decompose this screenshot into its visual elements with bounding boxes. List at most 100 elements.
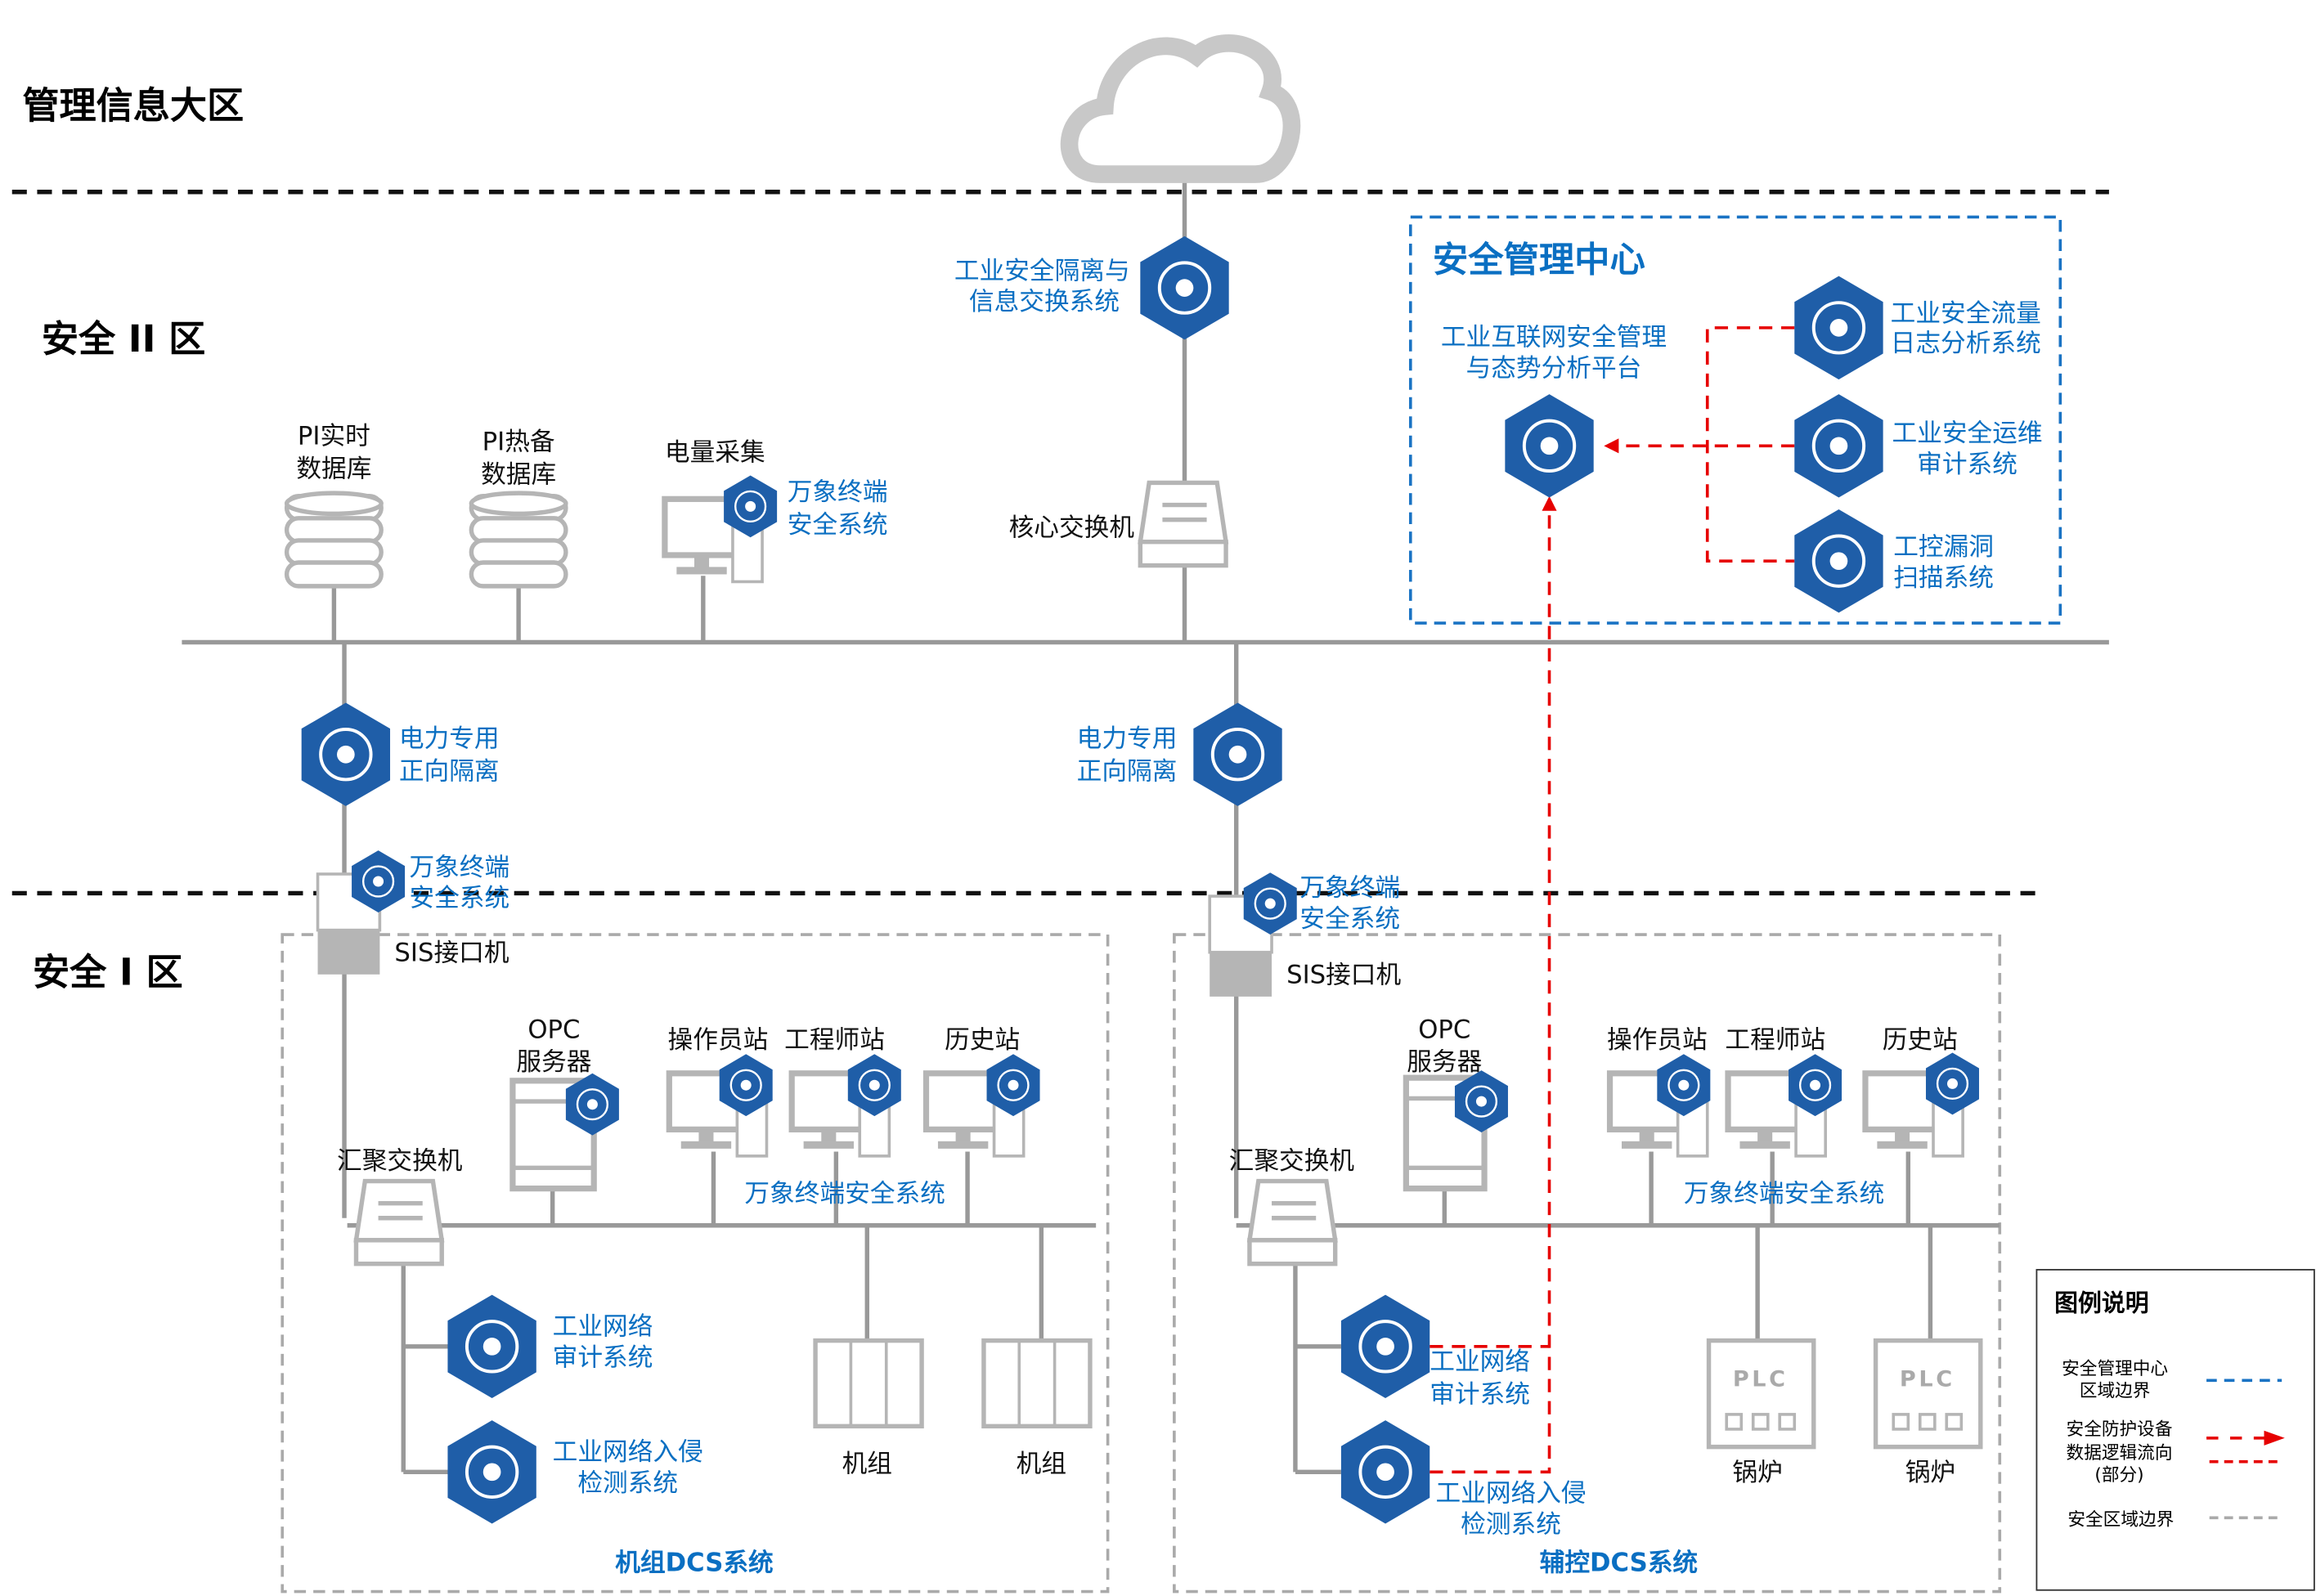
boiler-label: 锅炉 [1905, 1459, 1955, 1487]
audit-label: 审计系统 [1430, 1380, 1530, 1409]
endpoint-shield-device [352, 850, 406, 912]
flow-log-label: 日志分析系统 [1891, 330, 2041, 358]
vuln-scan-label: 扫描系统 [1893, 564, 1994, 593]
platform-label: 工业互联网安全管理 [1441, 324, 1667, 352]
opc-label: 服务器 [516, 1048, 591, 1077]
aux-dcs-title: 辅控DCS系统 [1540, 1549, 1698, 1577]
endpoint-row-label: 万象终端安全系统 [744, 1180, 945, 1208]
legend-data-flow: 安全防护设备 [2067, 1419, 2173, 1440]
ids-label: 工业网络入侵 [1436, 1479, 1587, 1508]
endpoint-shield-device [1243, 872, 1297, 935]
ops-audit-device [1794, 394, 1883, 498]
vuln-scan-icon [1811, 534, 1866, 588]
power-collect-label: 电量采集 [665, 438, 765, 467]
flow-log-label: 工业安全流量 [1891, 300, 2041, 329]
pi-realtime-label: PI实时 [298, 423, 370, 451]
vuln-scan-label: 工控漏洞 [1893, 533, 1994, 562]
switch-icon [1246, 1178, 1338, 1266]
endpoint-shield-device [1789, 1054, 1842, 1117]
zone-safety1-label: 安全 I 区 [33, 950, 183, 993]
unit-cabinet-icon [813, 1338, 924, 1429]
database-icon [469, 491, 568, 589]
network-ids-device [447, 1420, 536, 1524]
isolation-exchange-icon [1157, 261, 1212, 315]
aux-dcs-boundary [1173, 933, 2002, 1594]
endpoint-shield-icon [1667, 1069, 1700, 1101]
data-flow-lines [1430, 326, 1795, 1474]
endpoint-shield-icon [1936, 1067, 1969, 1101]
network-ids-icon [1358, 1445, 1412, 1500]
isolation-exchange-label: 工业安全隔离与 [954, 257, 1130, 285]
agg-switch-label: 汇聚交换机 [337, 1147, 463, 1176]
legend-title: 图例说明 [2054, 1289, 2149, 1316]
endpoint-label: 万象终端 [1299, 874, 1400, 903]
unit-dcs-boundary [281, 933, 1110, 1594]
unit-label: 机组 [842, 1450, 892, 1478]
legend-arrow-icon [2264, 1430, 2285, 1446]
cloud-icon [1060, 34, 1301, 183]
endpoint-label: 安全系统 [788, 511, 888, 540]
isolation-exchange-device [1140, 235, 1229, 340]
flow-arrow-up [1542, 495, 1557, 511]
agg-switch-label: 汇聚交换机 [1229, 1147, 1355, 1176]
network-ids-device [1340, 1420, 1430, 1524]
pi-backup-label: 数据库 [481, 460, 556, 489]
legend-smc-boundary: 安全管理中心 [2062, 1359, 2168, 1379]
forward-isolation-label: 电力专用 [1077, 725, 1178, 754]
legend-zone-boundary: 安全区域边界 [2067, 1509, 2174, 1530]
endpoint-shield-device [1454, 1070, 1508, 1132]
endpoint-shield-icon [997, 1069, 1030, 1101]
switch-icon [1138, 480, 1229, 568]
flow-arrow-left [1604, 438, 1619, 454]
operator-label: 操作员站 [1607, 1026, 1708, 1055]
flow-log-device [1794, 276, 1883, 380]
plc-label: PLC [1733, 1367, 1789, 1392]
endpoint-shield-device [1657, 1054, 1711, 1117]
network-audit-device [447, 1294, 536, 1399]
audit-label: 工业网络 [553, 1312, 653, 1341]
plc-label: PLC [1900, 1367, 1955, 1392]
legend-smc-boundary: 区域边界 [2080, 1381, 2151, 1401]
ops-audit-icon [1811, 419, 1866, 473]
ids-label: 检测系统 [1461, 1510, 1561, 1539]
endpoint-shield-icon [576, 1088, 609, 1121]
audit-label: 审计系统 [553, 1343, 653, 1372]
plc-icon [1706, 1338, 1816, 1450]
pi-realtime-label: 数据库 [296, 455, 371, 483]
forward-isolation-left-icon [319, 728, 373, 782]
endpoint-shield-device [719, 1054, 773, 1117]
sis-label: SIS接口机 [1286, 962, 1401, 990]
smc-boundary [1408, 215, 2062, 625]
smc-title: 安全管理中心 [1433, 240, 1645, 280]
engineer-label: 工程师站 [784, 1026, 885, 1055]
endpoint-label: 安全系统 [409, 885, 509, 913]
network-audit-icon [465, 1320, 519, 1374]
opc-label: OPC [1418, 1015, 1470, 1044]
endpoint-shield-icon [361, 865, 395, 898]
boiler-label: 锅炉 [1732, 1459, 1782, 1487]
endpoint-label: 万象终端 [409, 854, 509, 882]
history-label: 历史站 [1883, 1026, 1958, 1055]
endpoint-shield-device [724, 475, 778, 538]
endpoint-shield-device [847, 1054, 901, 1117]
forward-isolation-right-icon [1210, 728, 1265, 782]
unit-label: 机组 [1017, 1450, 1066, 1478]
forward-isolation-label: 电力专用 [399, 725, 500, 754]
opc-label: OPC [527, 1015, 580, 1044]
endpoint-shield-icon [1798, 1069, 1832, 1101]
history-label: 历史站 [945, 1026, 1020, 1055]
isolation-exchange-label: 信息交换系统 [969, 288, 1120, 316]
platform-label: 与态势分析平台 [1466, 354, 1642, 383]
switch-icon [353, 1178, 445, 1266]
endpoint-shield-icon [729, 1069, 762, 1101]
forward-isolation-label: 正向隔离 [399, 757, 500, 786]
legend-data-flow: 数据逻辑流向 [2067, 1443, 2173, 1464]
endpoint-label: 安全系统 [1299, 905, 1400, 934]
operator-label: 操作员站 [668, 1026, 769, 1055]
endpoint-shield-device [986, 1054, 1040, 1117]
endpoint-shield-icon [734, 490, 767, 522]
legend: 图例说明 安全管理中心 区域边界 安全防护设备 数据逻辑流向 (部分) 安全区域… [2035, 1269, 2315, 1591]
flow-log-icon [1811, 301, 1866, 355]
smc-platform-device [1505, 394, 1594, 498]
